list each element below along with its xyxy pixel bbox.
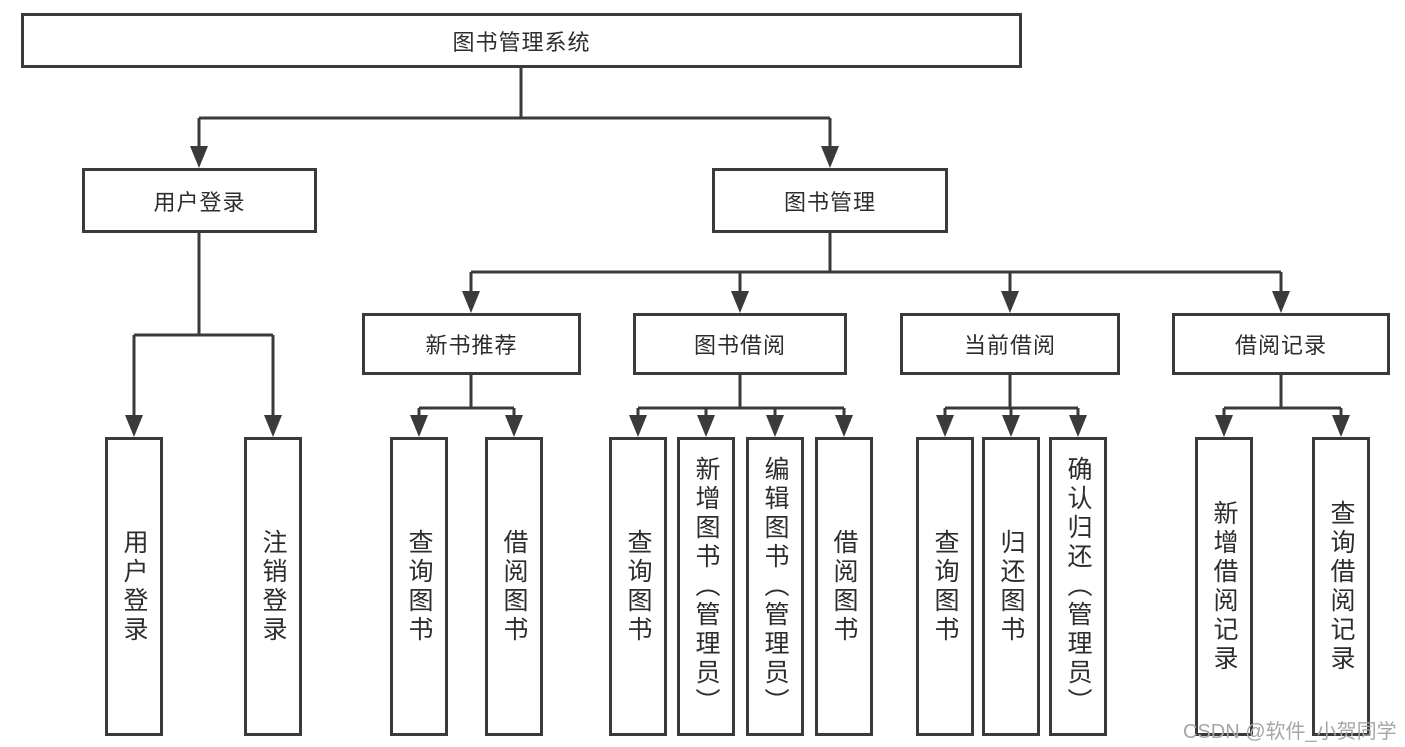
- node-book-borrowing: 图书借阅: [633, 313, 847, 375]
- node-borrow-records: 借阅记录: [1172, 313, 1390, 375]
- node-current-borrowing: 当前借阅: [900, 313, 1120, 375]
- node-new-book-recommend: 新书推荐: [362, 313, 581, 375]
- node-add-books-admin: 新增图书（管理员）: [677, 437, 735, 736]
- connector-shafts: [132, 68, 1343, 415]
- node-return-books: 归还图书: [982, 437, 1040, 736]
- node-borrowing-borrow-books: 借阅图书: [815, 437, 873, 736]
- node-library-management-system: 图书管理系统: [21, 13, 1022, 68]
- node-user-login-branch: 用户登录: [82, 168, 317, 233]
- node-recommend-borrow-books: 借阅图书: [485, 437, 543, 736]
- csdn-watermark: CSDN @软件_小贺同学: [1183, 721, 1397, 743]
- node-current-query-books: 查询图书: [916, 437, 974, 736]
- node-query-borrow-record: 查询借阅记录: [1312, 437, 1370, 736]
- node-add-borrow-record: 新增借阅记录: [1195, 437, 1253, 736]
- node-logout-leaf: 注销登录: [244, 437, 302, 736]
- node-borrowing-query-books: 查询图书: [609, 437, 667, 736]
- node-book-management: 图书管理: [712, 168, 948, 233]
- node-confirm-return-admin: 确认归还（管理员）: [1049, 437, 1107, 736]
- node-recommend-query-books: 查询图书: [390, 437, 448, 736]
- arrowheads: [125, 146, 1350, 437]
- node-user-login-leaf: 用户登录: [105, 437, 163, 736]
- node-edit-books-admin: 编辑图书（管理员）: [746, 437, 804, 736]
